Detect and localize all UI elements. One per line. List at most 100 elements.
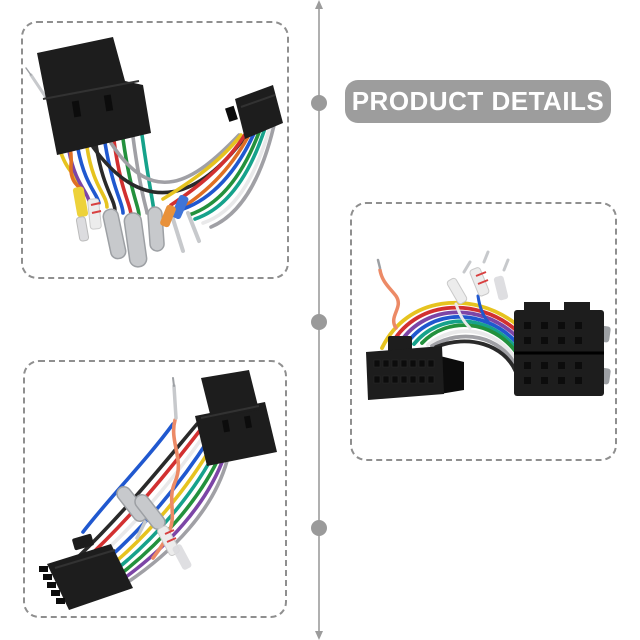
wire: [454, 302, 472, 330]
wire: [430, 334, 518, 368]
pin-terminal: [482, 250, 490, 264]
pioneer-connector: [225, 85, 283, 139]
connector-edge: [240, 94, 276, 108]
pin-hole: [558, 322, 565, 329]
pin-hole: [409, 359, 417, 368]
pin-terminal: [171, 217, 185, 253]
wire: [434, 339, 518, 374]
iso-connector: [37, 37, 151, 155]
section-divider: [311, 0, 327, 640]
terminal-stripes: [164, 529, 177, 543]
wire: [404, 315, 518, 347]
latch-tab: [225, 105, 238, 122]
terminal-sleeve: [72, 186, 89, 218]
connector-body: [235, 85, 283, 139]
terminal-sleeve: [446, 277, 468, 305]
pin-hole: [427, 359, 435, 368]
wire: [193, 123, 268, 221]
pin-hole: [409, 375, 417, 384]
terminal-sleeve: [75, 216, 90, 242]
wire: [109, 133, 241, 185]
pin-hole: [541, 377, 548, 384]
wire: [396, 310, 518, 348]
latch-tab: [388, 336, 412, 352]
crimp-terminals: [72, 186, 201, 268]
pin-hole: [541, 322, 548, 329]
pin-hole: [400, 359, 408, 368]
pin-hole: [575, 322, 582, 329]
connector-rear: [440, 356, 464, 394]
pin-hole: [575, 337, 582, 344]
connector-body: [37, 37, 151, 155]
pin-grid: [373, 359, 435, 384]
harness-photo-diagonal-view: [39, 370, 277, 610]
crimp-terminals: [116, 486, 192, 570]
connector-body: [195, 402, 277, 466]
pin-tip: [172, 377, 175, 387]
pin-hole: [418, 375, 426, 384]
connector-lid: [201, 370, 259, 418]
harness-photo-rear-view: [366, 250, 611, 400]
pin-hole: [524, 362, 531, 369]
terminal-sleeve: [160, 204, 176, 228]
harness-photo-front-view: [25, 37, 283, 268]
pin-hole: [373, 359, 381, 368]
bare-pin-lead: [376, 258, 400, 330]
wire: [131, 135, 149, 215]
pin-terminal: [462, 260, 472, 274]
iso-connector: [195, 370, 277, 466]
pin-hole: [524, 322, 531, 329]
pin-terminal: [186, 211, 201, 243]
pioneer-connector: [366, 336, 464, 400]
bare-pin-lead: [151, 377, 181, 560]
pin-terminal: [502, 258, 510, 272]
wire: [121, 137, 141, 217]
connector-body: [47, 544, 133, 610]
wire: [201, 121, 273, 225]
latch-slot: [244, 415, 252, 429]
wire: [103, 141, 125, 215]
divider-dot: [311, 314, 327, 330]
connector-body: [366, 346, 444, 400]
product-photo-panel-top-left: [21, 21, 289, 279]
wire: [187, 125, 263, 217]
product-photo-panel-right: [350, 202, 617, 461]
pin-tip: [25, 67, 32, 76]
pin-rib: [56, 598, 65, 604]
pin-rib: [47, 582, 56, 588]
terminal-sleeve: [493, 275, 509, 301]
terminal-sleeve: [171, 194, 189, 220]
wire: [181, 127, 258, 211]
arrow-down-icon: [315, 631, 323, 640]
pin-terminal: [172, 384, 178, 420]
pin-hole: [382, 359, 390, 368]
divider-dot: [311, 520, 327, 536]
product-photo-panel-bottom-left: [23, 360, 287, 618]
pioneer-connector: [39, 533, 133, 610]
bullet-terminal: [147, 206, 165, 252]
crimp-terminals: [446, 250, 510, 330]
bullet-terminal: [123, 212, 148, 268]
pin-hole: [373, 375, 381, 384]
pin-hole: [391, 359, 399, 368]
latch-slot: [222, 419, 230, 433]
wire: [112, 139, 133, 217]
latch-slot: [71, 100, 82, 118]
latch-tab: [72, 533, 94, 551]
wire: [420, 323, 518, 354]
pin-hole: [524, 337, 531, 344]
pin-hole: [400, 375, 408, 384]
pin-rib: [51, 590, 60, 596]
wire: [81, 422, 175, 534]
pin-rib: [43, 574, 52, 580]
pin-hole: [541, 362, 548, 369]
wire: [380, 300, 518, 350]
terminal-sleeve: [469, 267, 490, 297]
terminal-sleeve: [87, 198, 102, 230]
connector-edge: [200, 405, 260, 419]
wire: [378, 268, 400, 330]
pin-tip: [376, 258, 382, 270]
wire: [81, 427, 203, 564]
wire: [388, 305, 518, 349]
pin-hole: [524, 377, 531, 384]
